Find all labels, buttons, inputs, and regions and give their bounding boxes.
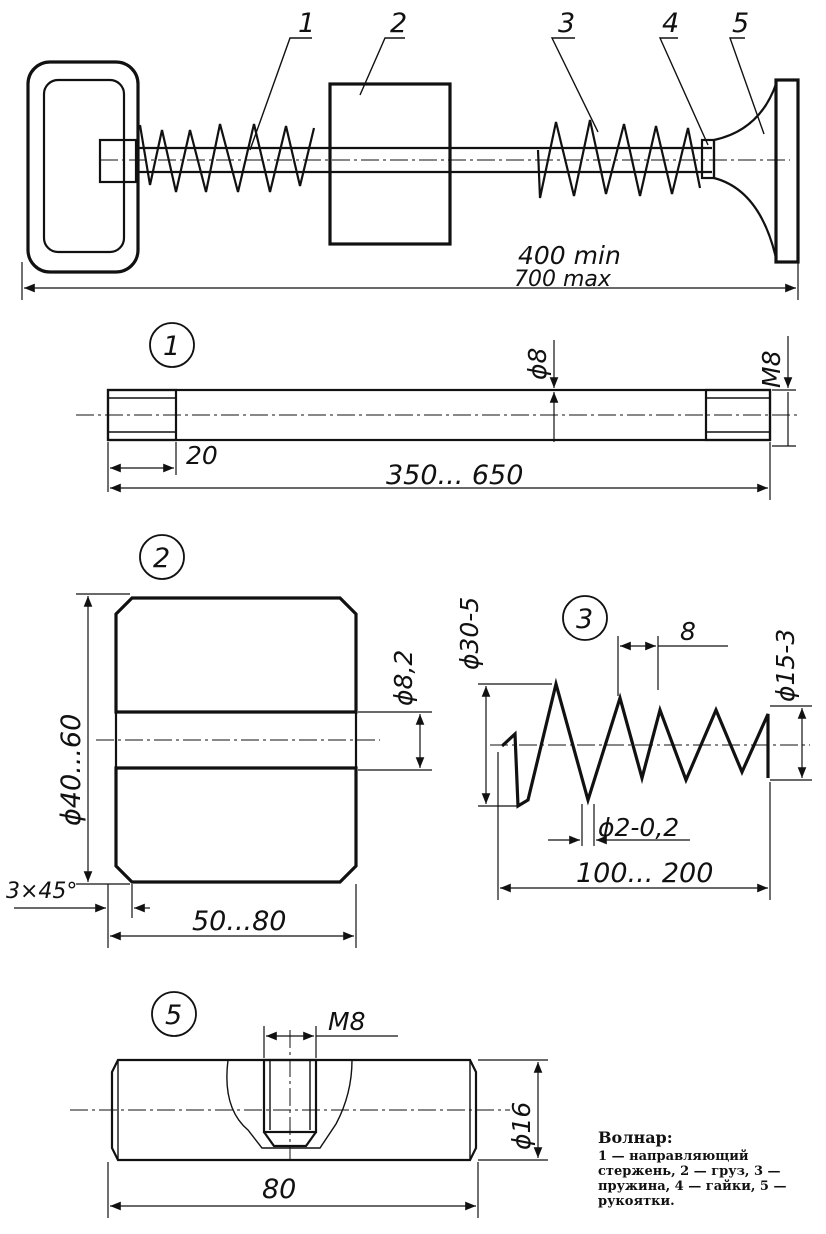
rod-thread-right	[704, 388, 772, 442]
handle-partial-section	[226, 1059, 353, 1149]
spring-outer-diameter-label: ϕ30-5	[455, 597, 484, 670]
callout-3: 3	[558, 8, 575, 39]
detail-spring: 3	[478, 595, 812, 900]
length-min-label: 400 min	[518, 241, 621, 270]
spring-length-label: 100... 200	[576, 858, 713, 889]
handle-diameter-label: ϕ16	[507, 1102, 536, 1150]
leader-5	[729, 37, 765, 135]
caption-text: 1 — направляющий стержень, 2 — груз, 3 —…	[598, 1149, 787, 1209]
rod-diameter-label: ϕ8	[523, 348, 552, 380]
weight-diameter-label: ϕ40...60	[56, 714, 87, 826]
detail-handle: 5	[70, 991, 548, 1218]
handle-thread-label: M8	[328, 1007, 365, 1036]
detail-3-marker-circle	[562, 595, 608, 641]
right-handle-plate	[774, 78, 800, 264]
detail-1-number: 1	[163, 331, 180, 362]
detail-handle-labels: M8 ϕ16 80	[262, 1007, 536, 1205]
callout-4: 4	[662, 8, 679, 39]
detail-2-number: 2	[153, 543, 170, 574]
chamfer-label: 3×45°	[6, 879, 77, 904]
length-max-label: 700 max	[514, 267, 612, 292]
detail-5-marker-circle	[151, 991, 197, 1037]
leader-4	[658, 37, 709, 146]
weight-length-label: 50...80	[192, 906, 286, 937]
detail-3-number: 3	[576, 604, 593, 635]
handle-length-label: 80	[262, 1174, 296, 1205]
rod-thread-length-label: 20	[186, 441, 218, 470]
detail-5-number: 5	[165, 1000, 182, 1031]
leader-2	[359, 37, 405, 96]
detail-rod-labels: 20 350... 650 ϕ8 M8	[186, 348, 786, 491]
detail-rod: 1	[76, 322, 800, 500]
detail-spring-labels: ϕ30-5 8 ϕ15-3 ϕ2-0,2 100... 200	[455, 597, 800, 889]
rod-length-label: 350... 650	[386, 460, 523, 491]
spring-pitch-label: 8	[680, 617, 696, 646]
callout-2: 2	[390, 8, 407, 39]
rod-thread-label: M8	[757, 351, 786, 388]
detail-weight-labels: ϕ40...60 ϕ8,2 3×45° 50...80	[6, 650, 418, 937]
detail-weight: 2	[14, 534, 432, 948]
weight-section-lower	[114, 766, 358, 884]
spring-inner-diameter-label: ϕ15-3	[771, 629, 800, 702]
loop-handle-outer	[26, 60, 140, 274]
spring-wire-label: ϕ2-0,2	[598, 813, 679, 842]
left-nut	[98, 138, 138, 184]
assembly-callouts: 1 2 3 4 5 400 min 700 max	[298, 8, 749, 292]
caption-title: Волнар:	[598, 1128, 673, 1147]
figure-caption: Волнар: 1 — направляющий стержень, 2 — г…	[598, 1128, 820, 1209]
left-spring	[138, 123, 316, 193]
leader-1	[249, 37, 312, 151]
leader-3	[550, 37, 599, 133]
detail-2-marker-circle	[139, 534, 185, 580]
callout-1: 1	[298, 8, 315, 39]
detail-1-marker-circle	[149, 322, 195, 368]
weight-section-upper	[114, 596, 358, 714]
loop-handle-inner	[42, 78, 126, 254]
right-spring	[536, 119, 702, 199]
right-handle-flare	[712, 83, 778, 259]
assembly-view	[21, 37, 800, 300]
spring-coil	[500, 677, 770, 809]
callout-5: 5	[732, 8, 749, 39]
bore-diameter-label: ϕ8,2	[389, 650, 418, 706]
weight-block	[328, 82, 452, 246]
